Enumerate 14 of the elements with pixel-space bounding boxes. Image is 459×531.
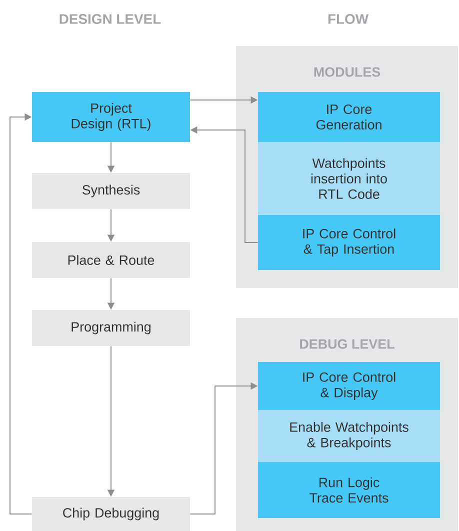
process-box: Chip Debugging [32,497,190,531]
process-box: IP Core Control & Display [258,362,440,410]
process-box: Programming [32,310,190,346]
process-box: Watchpoints insertion into RTL Code [258,142,440,215]
process-box: Project Design (RTL) [32,92,190,142]
column-heading: FLOW [328,14,369,24]
arrow [10,113,32,514]
process-box: Place & Route [32,242,190,278]
column-heading: DESIGN LEVEL [60,14,161,24]
process-box: Synthesis [32,173,190,209]
process-box: Run Logic Trace Events [258,462,440,518]
process-box: IP Core Generation [258,92,440,142]
process-box: Enable Watchpoints & Breakpoints [258,410,440,462]
process-box: IP Core Control & Tap Insertion [258,215,440,270]
